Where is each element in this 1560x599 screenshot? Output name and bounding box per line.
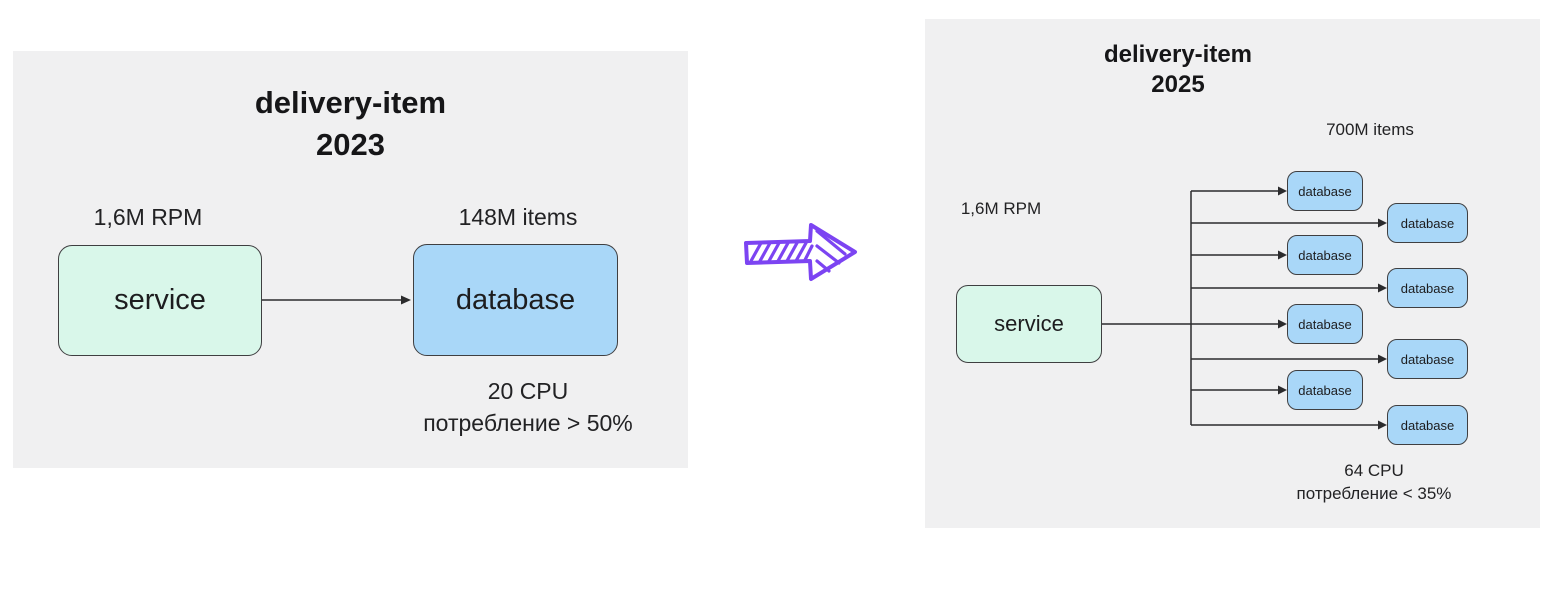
after-cpu-count: 64 CPU <box>1344 461 1404 480</box>
database-shard-node: database <box>1287 171 1363 211</box>
after-items-metric: 700M items <box>1326 120 1414 139</box>
before-cpu-usage: потребление > 50% <box>423 410 633 436</box>
database-shard-node: database <box>1387 405 1468 445</box>
database-shard-label: database <box>1298 247 1352 263</box>
after-cpu-usage: потребление < 35% <box>1296 484 1452 503</box>
before-title-year: 2023 <box>316 127 385 162</box>
service-node-label: service <box>994 311 1064 336</box>
database-shard-node: database <box>1287 304 1363 344</box>
after-service-metric: 1,6M RPM <box>960 199 1042 218</box>
service-node-label: service <box>114 284 206 316</box>
after-title-name: delivery-item <box>1103 41 1253 68</box>
database-shard-node: database <box>1287 370 1363 410</box>
database-shard-node: database <box>1387 203 1468 243</box>
database-shard-label: database <box>1298 316 1352 332</box>
database-shard-node: database <box>1287 235 1363 275</box>
after-title: delivery-item 2025 <box>925 40 1431 100</box>
database-shard-label: database <box>1298 382 1352 398</box>
database-shard-label: database <box>1400 280 1455 296</box>
after-panel: delivery-item 2025 700M items 1,6M RPM s… <box>925 19 1540 528</box>
after-title-year: 2025 <box>1151 71 1205 98</box>
before-panel: delivery-item 2023 1,6M RPM 148M items s… <box>13 51 688 468</box>
database-shard-label: database <box>1298 183 1352 199</box>
transition-arrow-icon <box>744 223 857 281</box>
before-title-name: delivery-item <box>254 85 447 120</box>
before-title: delivery-item 2023 <box>13 82 688 166</box>
database-shard-label: database <box>1400 417 1455 433</box>
database-node: database <box>413 244 618 356</box>
before-cpu-count: 20 CPU <box>487 378 569 404</box>
database-shard-label: database <box>1400 351 1455 367</box>
service-node: service <box>956 285 1102 363</box>
service-node: service <box>58 245 262 356</box>
before-cpu-caption: 20 CPU потребление > 50% <box>363 375 693 439</box>
after-cpu-caption: 64 CPU потребление < 35% <box>1249 459 1499 505</box>
before-database-metric: 148M items <box>458 204 578 230</box>
before-service-metric: 1,6M RPM <box>93 204 203 230</box>
database-shard-label: database <box>1400 215 1455 231</box>
database-shard-node: database <box>1387 268 1468 308</box>
database-shard-node: database <box>1387 339 1468 379</box>
database-node-label: database <box>455 283 576 316</box>
